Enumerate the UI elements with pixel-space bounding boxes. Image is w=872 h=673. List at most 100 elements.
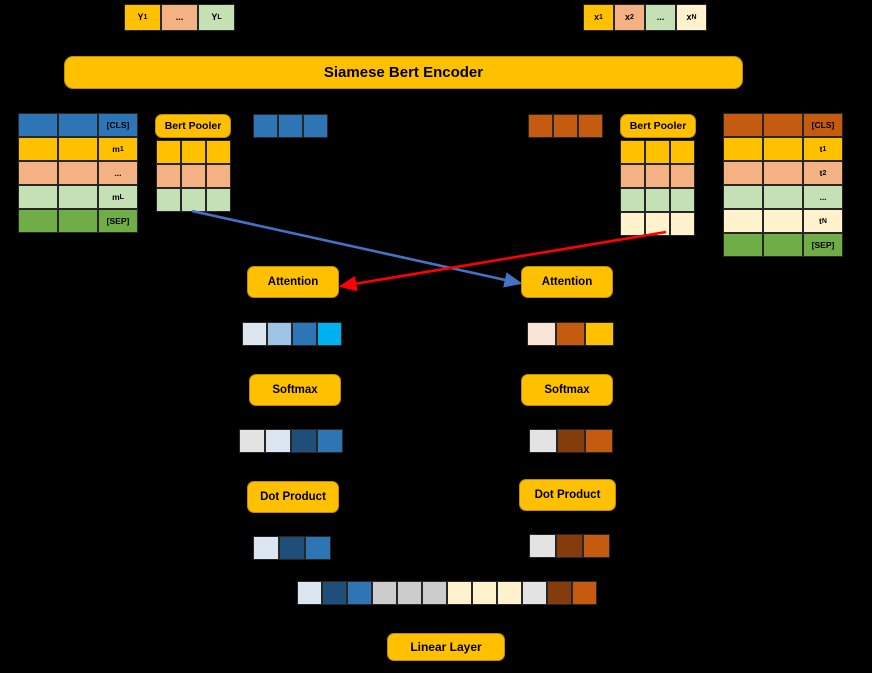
red-cross-arrow [338,230,667,292]
vector-cell [397,581,422,605]
vector-cell [578,114,603,138]
right-softmax[interactable]: Softmax [521,374,613,406]
matrix-cell [620,140,645,164]
vector-cell [253,536,279,560]
matrix-row [620,164,695,188]
vector-cell [447,581,472,605]
right-attention[interactable]: Attention [521,266,613,298]
matrix-row: [CLS] [723,113,843,137]
matrix-cell [206,188,231,212]
matrix-cell [670,164,695,188]
bert-pooler-right[interactable]: Bert Pooler [620,114,696,138]
vector-cell [317,429,343,453]
vector-cell [529,534,556,558]
left-cls-vector [253,114,328,138]
left-attention[interactable]: Attention [247,266,339,298]
vector-cell [472,581,497,605]
matrix-cell [763,161,803,185]
matrix-cell [206,164,231,188]
vector-cell [527,322,556,346]
vector-cell [585,429,613,453]
matrix-cell [645,140,670,164]
matrix-row [156,164,231,188]
blue-cross-arrow [191,209,523,288]
matrix-row: ... [18,161,138,185]
vector-cell [572,581,597,605]
vector-cell [585,322,614,346]
right-pooler-matrix [620,140,695,236]
vector-cell [297,581,322,605]
matrix-row: [CLS] [18,113,138,137]
token-cell: ... [161,4,198,31]
vector-cell [529,429,557,453]
matrix-cell [156,188,181,212]
matrix-cell [670,212,695,236]
matrix-cell [763,185,803,209]
vector-cell [553,114,578,138]
matrix-cell [58,209,98,233]
left-softmax-output [239,429,343,453]
matrix-cell [645,212,670,236]
matrix-row: ... [723,185,843,209]
vector-cell [583,534,610,558]
vector-cell [522,581,547,605]
right-dot-product-output [529,534,610,558]
matrix-row [620,188,695,212]
matrix-cell: [CLS] [98,113,138,137]
vector-cell [253,114,278,138]
matrix-cell [620,188,645,212]
matrix-cell [58,137,98,161]
matrix-cell [156,164,181,188]
linear-layer[interactable]: Linear Layer [387,633,505,661]
matrix-cell [18,113,58,137]
matrix-row [156,140,231,164]
vector-cell [239,429,265,453]
matrix-cell [58,185,98,209]
matrix-cell [763,209,803,233]
left-softmax[interactable]: Softmax [249,374,341,406]
vector-cell [497,581,522,605]
matrix-cell [723,209,763,233]
matrix-row: [SEP] [723,233,843,257]
vector-cell [278,114,303,138]
matrix-cell [58,113,98,137]
vector-cell [317,322,342,346]
matrix-cell: [CLS] [803,113,843,137]
vector-cell [279,536,305,560]
matrix-cell [18,209,58,233]
matrix-cell [206,140,231,164]
matrix-cell [670,140,695,164]
matrix-cell [18,185,58,209]
matrix-cell: ... [98,161,138,185]
right-dot-product[interactable]: Dot Product [519,479,616,511]
concatenated-feature-vector [297,581,597,605]
matrix-cell [670,188,695,212]
matrix-cell [58,161,98,185]
matrix-cell [723,233,763,257]
matrix-cell [620,212,645,236]
vector-cell [528,114,553,138]
token-cell: ... [645,4,676,31]
bert-pooler-left[interactable]: Bert Pooler [155,114,231,138]
left-dot-product[interactable]: Dot Product [247,481,339,513]
matrix-cell [645,188,670,212]
matrix-row [620,212,695,236]
matrix-row [156,188,231,212]
vector-cell [556,322,585,346]
vector-cell [422,581,447,605]
matrix-cell [763,113,803,137]
siamese-bert-encoder[interactable]: Siamese Bert Encoder [64,56,743,89]
vector-cell [547,581,572,605]
matrix-cell [18,137,58,161]
